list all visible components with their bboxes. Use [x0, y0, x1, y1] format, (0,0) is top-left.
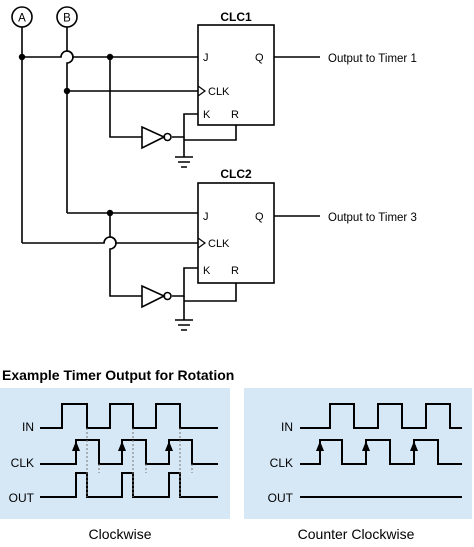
- clc1-pin-clk: CLK: [208, 86, 230, 98]
- clc2-flipflop: CLC2 J CLK K R Q: [197, 167, 275, 284]
- ground-symbol-2: [175, 319, 193, 331]
- cw-clk-waveform: [40, 439, 218, 465]
- input-b-terminal: B: [56, 6, 78, 28]
- input-a-label: A: [18, 13, 26, 25]
- clc1-flipflop: CLC1 J CLK K R Q: [197, 10, 275, 126]
- clc2-pin-r: R: [231, 265, 239, 277]
- clc1-title: CLC1: [220, 10, 252, 24]
- junction-dots: [18, 53, 114, 217]
- clc1-pin-q: Q: [255, 52, 264, 64]
- ccw-clk-label: CLK: [270, 456, 293, 470]
- clc2-pin-q: Q: [255, 211, 264, 223]
- input-b-label: B: [63, 13, 71, 25]
- inverter-1: [141, 125, 172, 150]
- cw-in-waveform: [40, 403, 218, 429]
- cw-clk-label: CLK: [11, 456, 34, 470]
- ground-symbol-1: [175, 156, 193, 168]
- ccw-clk-waveform: [300, 439, 462, 465]
- ccw-caption: Counter Clockwise: [298, 526, 415, 542]
- wiring: [21, 27, 320, 320]
- cw-caption: Clockwise: [88, 526, 151, 542]
- ccw-out-label: OUT: [268, 491, 294, 505]
- ccw-in-waveform: [300, 403, 462, 429]
- clc1-output-label: Output to Timer 1: [328, 53, 417, 65]
- clc1-pin-j: J: [203, 52, 209, 64]
- clc2-pin-clk: CLK: [208, 238, 230, 250]
- clc2-title: CLC2: [220, 167, 252, 181]
- timing-section-title: Example Timer Output for Rotation: [2, 367, 234, 383]
- clc2-pin-k: K: [203, 265, 211, 277]
- inverter-2: [141, 284, 172, 309]
- ccw-in-label: IN: [281, 420, 293, 434]
- cw-out-label: OUT: [9, 491, 35, 505]
- cw-out-waveform: [40, 472, 218, 498]
- clc1-pin-r: R: [231, 109, 239, 121]
- counter-clockwise-timing-panel: IN CLK OUT: [244, 388, 472, 519]
- clc2-pin-j: J: [203, 211, 209, 223]
- cw-in-label: IN: [22, 420, 34, 434]
- clc1-pin-k: K: [203, 109, 211, 121]
- input-a-terminal: A: [11, 6, 33, 28]
- clockwise-timing-panel: IN CLK OUT: [0, 388, 230, 519]
- clc2-output-label: Output to Timer 3: [328, 212, 417, 224]
